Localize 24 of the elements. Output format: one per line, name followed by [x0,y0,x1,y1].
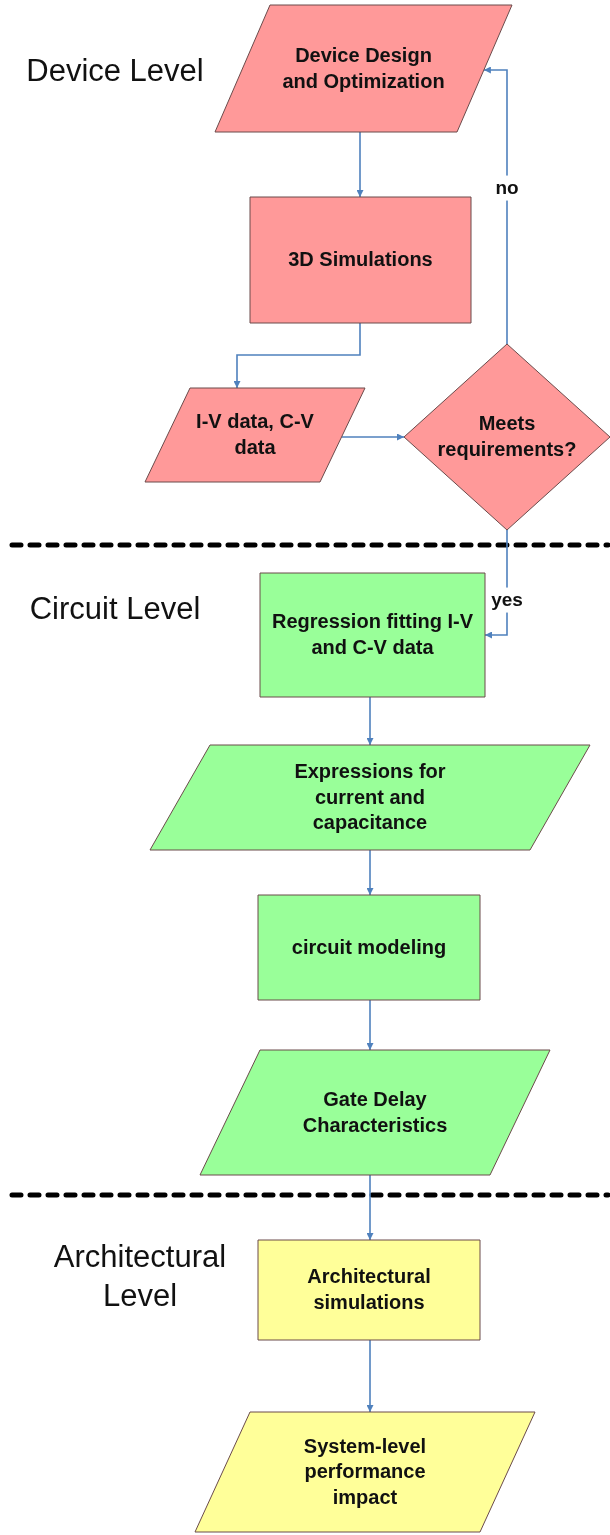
node-label: circuit modeling [291,934,447,960]
arrow [340,433,405,441]
arrow [366,696,374,746]
node-label: System-level performance impact [302,1433,428,1510]
edge-label: no [493,175,521,201]
arrow [366,999,374,1051]
arrow [233,322,361,389]
node-label: Meets requirements? [436,411,578,462]
node-label: Gate Delay Characteristics [301,1086,449,1138]
arrow [366,849,374,896]
level-label: Device Level [25,52,205,90]
node-label: Regression fitting I-V and C-V data [270,609,475,660]
node-label: I-V data, C-V data [195,409,315,460]
node-label: Architectural simulations [306,1264,432,1315]
arrow [483,66,508,345]
level-label: Circuit Level [28,590,202,628]
arrow [356,131,364,198]
node-label: Device Design and Optimization [281,42,446,94]
arrow [366,1339,374,1413]
arrow [366,1174,374,1241]
level-label: Architectural Level [52,1238,228,1315]
node-label: Expressions for current and capacitance [293,759,447,836]
node-label: 3D Simulations [288,247,433,273]
edge-label: yes [489,587,525,613]
